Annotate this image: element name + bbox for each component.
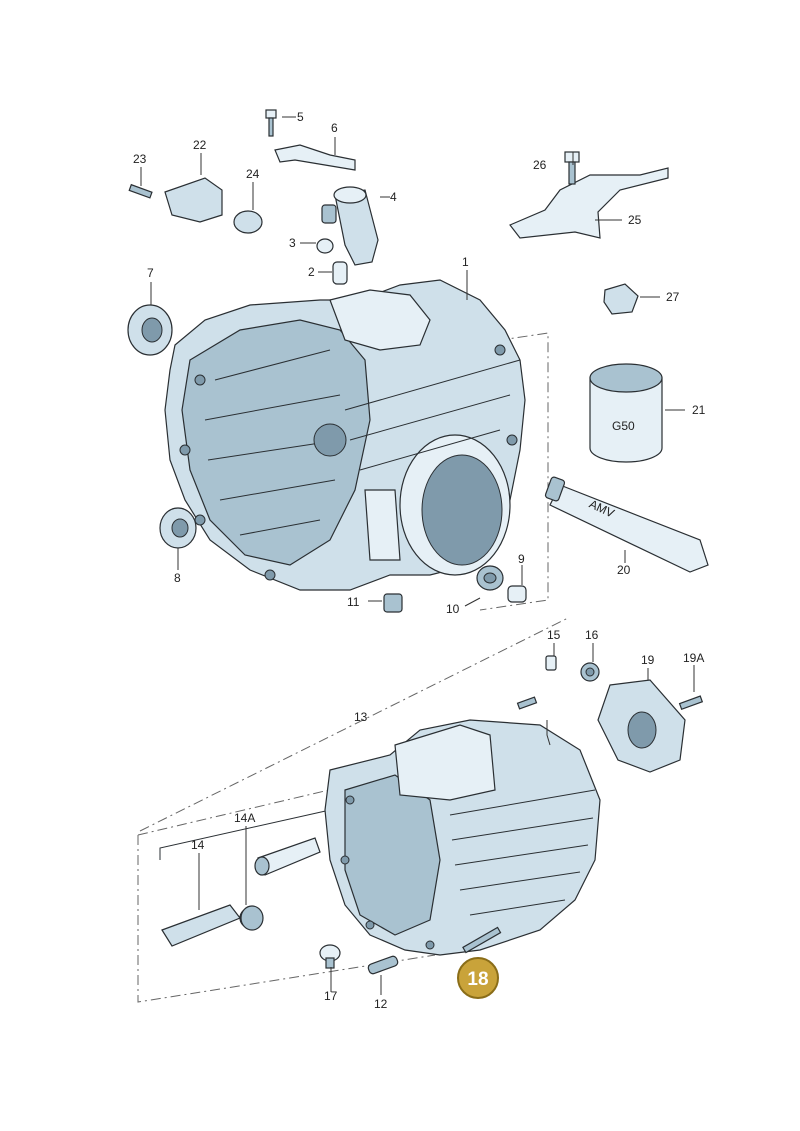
bolt-part-18[interactable] — [462, 926, 502, 954]
sleeve-part-15[interactable] — [545, 655, 557, 671]
leader-lines — [140, 116, 695, 995]
callout-27: 27 — [666, 290, 680, 304]
bracket-part-22[interactable] — [164, 177, 223, 223]
callout-1: 1 — [462, 255, 469, 269]
seal-part-8[interactable] — [159, 507, 197, 549]
callout-17: 17 — [324, 989, 338, 1003]
bush-part-14a-b[interactable] — [240, 905, 264, 931]
sleeve-part-2[interactable] — [332, 261, 348, 285]
can-part-21[interactable]: G50 — [589, 363, 663, 463]
bolt-part-13[interactable] — [516, 696, 538, 710]
callout-5: 5 — [297, 110, 304, 124]
sensor-part-24[interactable] — [233, 210, 263, 234]
callout-24: 24 — [246, 167, 260, 181]
callout-13: 13 — [354, 710, 368, 724]
highlight-callout-18[interactable]: 18 — [457, 957, 499, 999]
tube-part-20[interactable]: AMV — [544, 476, 709, 573]
callout-4: 4 — [390, 190, 397, 204]
highlight-label: 18 — [467, 969, 488, 990]
callout-9: 9 — [518, 552, 525, 566]
callout-19a: 19A — [683, 651, 704, 665]
screw-part-17[interactable] — [319, 944, 341, 969]
bolt-part-23[interactable] — [128, 183, 153, 199]
seal-part-7[interactable] — [127, 304, 173, 356]
ring-part-10[interactable] — [476, 565, 504, 591]
callout-8: 8 — [174, 571, 181, 585]
callout-21: 21 — [692, 403, 706, 417]
callout-6: 6 — [331, 121, 338, 135]
transmission-housing[interactable] — [164, 279, 526, 591]
callout-14a: 14A — [234, 811, 255, 825]
group-13-bracket — [159, 809, 331, 860]
callout-10: 10 — [446, 602, 460, 616]
pin-part-12[interactable] — [367, 955, 399, 975]
cover-part-19[interactable] — [597, 679, 686, 773]
callout-12: 12 — [374, 997, 388, 1011]
callout-2: 2 — [308, 265, 315, 279]
pin-part-9[interactable] — [507, 585, 527, 603]
gearbox-housing[interactable] — [324, 719, 601, 956]
callout-15: 15 — [547, 628, 561, 642]
callout-26: 26 — [533, 158, 547, 172]
bracket-part-6[interactable] — [274, 144, 356, 171]
callout-3: 3 — [289, 236, 296, 250]
shaft-part-14a[interactable] — [254, 837, 321, 876]
callout-16: 16 — [585, 628, 599, 642]
bolt-part-5[interactable] — [265, 109, 277, 137]
plug-part-11[interactable] — [383, 593, 403, 613]
can-label: G50 — [612, 419, 635, 433]
callout-14: 14 — [191, 838, 205, 852]
switch-part-4[interactable] — [321, 186, 379, 266]
callout-19: 19 — [641, 653, 655, 667]
callout-7: 7 — [147, 266, 154, 280]
cap-part-27[interactable] — [603, 283, 639, 315]
callout-22: 22 — [193, 138, 207, 152]
callout-23: 23 — [133, 152, 147, 166]
bolt-part-19a[interactable] — [678, 695, 704, 711]
nut-part-16[interactable] — [580, 662, 600, 682]
bracket-part-25[interactable] — [509, 167, 669, 239]
cap-part-3[interactable] — [316, 238, 334, 254]
callout-labels: 1 2 3 4 5 6 7 8 9 10 11 12 13 14 14A 15 … — [133, 110, 706, 1011]
callout-25: 25 — [628, 213, 642, 227]
callout-20: 20 — [617, 563, 631, 577]
bolt-part-26[interactable] — [564, 151, 580, 185]
callout-11: 11 — [347, 595, 360, 609]
